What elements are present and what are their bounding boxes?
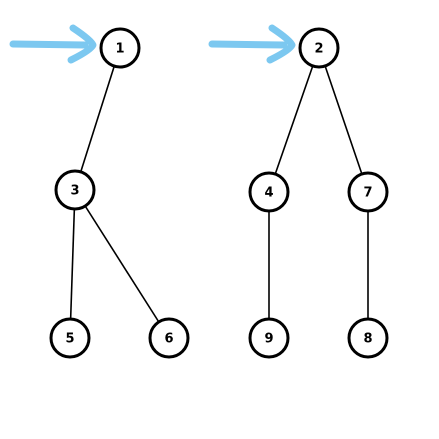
node-4: 4 bbox=[248, 171, 290, 213]
edge-3-6 bbox=[74, 189, 170, 339]
edge-2-4 bbox=[268, 47, 320, 193]
root-arrow-tree-2-icon bbox=[208, 24, 296, 64]
node-label: 4 bbox=[264, 186, 273, 201]
node-circle bbox=[298, 27, 340, 69]
edge-1-3 bbox=[74, 47, 121, 191]
node-circle bbox=[248, 171, 290, 213]
node-label: 8 bbox=[363, 332, 372, 347]
edge-3-5 bbox=[69, 189, 76, 339]
arrows-layer bbox=[9, 24, 296, 64]
edge-2-7 bbox=[318, 47, 369, 193]
node-circle bbox=[347, 171, 389, 213]
node-label: 6 bbox=[164, 332, 173, 347]
node-5: 5 bbox=[49, 317, 91, 359]
node-label: 5 bbox=[65, 332, 74, 347]
node-circle bbox=[148, 317, 190, 359]
node-circle bbox=[248, 317, 290, 359]
node-label: 1 bbox=[115, 42, 124, 57]
node-label: 7 bbox=[363, 186, 372, 201]
node-2: 2 bbox=[298, 27, 340, 69]
node-9: 9 bbox=[248, 317, 290, 359]
node-7: 7 bbox=[347, 171, 389, 213]
node-label: 3 bbox=[70, 184, 79, 199]
node-6: 6 bbox=[148, 317, 190, 359]
edges-layer bbox=[69, 47, 369, 339]
node-8: 8 bbox=[347, 317, 389, 359]
node-circle bbox=[54, 169, 96, 211]
nodes-layer: 1 3 5 6 2 4 7 9 8 bbox=[49, 27, 389, 359]
node-1: 1 bbox=[99, 27, 141, 69]
node-label: 9 bbox=[264, 332, 273, 347]
node-circle bbox=[49, 317, 91, 359]
root-arrow-tree-1-icon bbox=[9, 24, 97, 64]
node-circle bbox=[347, 317, 389, 359]
node-label: 2 bbox=[314, 42, 323, 57]
node-circle bbox=[99, 27, 141, 69]
node-3: 3 bbox=[54, 169, 96, 211]
